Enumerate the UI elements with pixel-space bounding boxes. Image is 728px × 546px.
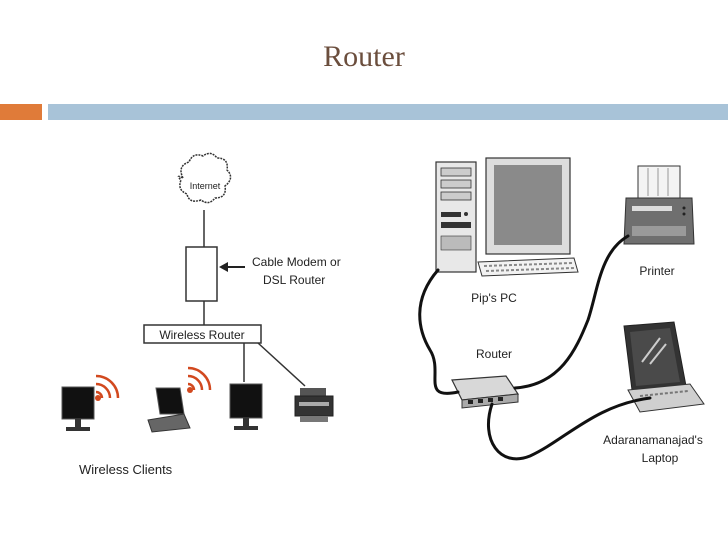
laptop bbox=[623, 321, 705, 413]
printer-label: Printer bbox=[639, 264, 674, 278]
router-device bbox=[451, 375, 520, 409]
client-laptop bbox=[147, 387, 191, 433]
wireless-clients-label: Wireless Clients bbox=[79, 462, 173, 477]
client-printer bbox=[294, 388, 334, 422]
modem-label-line2: DSL Router bbox=[263, 273, 325, 287]
arrow-head-icon bbox=[219, 262, 228, 272]
pc-monitor bbox=[485, 157, 571, 255]
client-monitor-1 bbox=[61, 386, 95, 431]
slide-title: Router bbox=[323, 40, 405, 73]
internet-label: Internet bbox=[190, 181, 221, 191]
modem-box bbox=[185, 246, 218, 302]
internet-cloud: Internet bbox=[177, 152, 232, 204]
client-monitor-2 bbox=[229, 383, 263, 430]
router-label: Router bbox=[476, 347, 512, 361]
wireless-router-label: Wireless Router bbox=[159, 328, 244, 342]
printer bbox=[623, 165, 695, 245]
modem-label-line1: Cable Modem or bbox=[252, 255, 341, 269]
laptop-label-line2: Laptop bbox=[642, 451, 679, 465]
wired-link-printer bbox=[257, 342, 306, 387]
pc-label: Pip's PC bbox=[471, 291, 517, 305]
header-bar-accent bbox=[0, 104, 42, 120]
cable-pc-router bbox=[418, 268, 460, 395]
cable-router-laptop bbox=[486, 396, 652, 461]
laptop-label-line1: Adaranamanajad's bbox=[603, 433, 703, 447]
header-bar bbox=[48, 104, 728, 120]
cable-router-printer bbox=[513, 234, 630, 390]
network-cables bbox=[418, 234, 652, 461]
pc-keyboard bbox=[477, 257, 579, 277]
wireless-signal-icon bbox=[95, 374, 120, 401]
wireless-router-box bbox=[143, 324, 262, 344]
right-diagram: Pip's PC Printer Router bbox=[418, 157, 705, 465]
left-diagram: Internet Cable Modem or DSL Router Wirel… bbox=[61, 152, 341, 477]
pc-tower bbox=[435, 161, 477, 273]
wireless-signal-icon bbox=[187, 366, 212, 393]
